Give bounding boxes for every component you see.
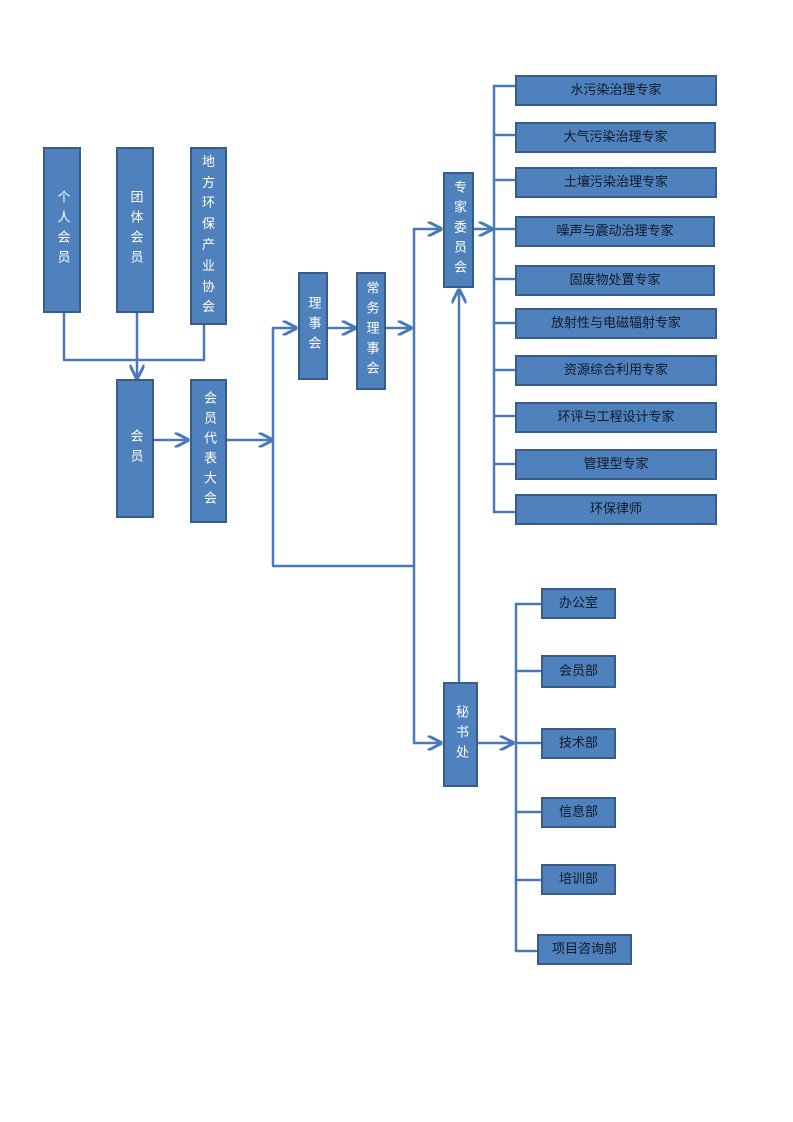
expert-item: 管理型专家 <box>515 449 717 480</box>
council-trunk <box>271 326 416 568</box>
congress-label: 会员代表大会 <box>201 391 216 511</box>
expert-item: 固废物处置专家 <box>515 265 715 296</box>
member-box: 会员 <box>116 379 154 518</box>
secretariat-box: 秘书处 <box>443 682 478 787</box>
department-item: 会员部 <box>541 655 616 688</box>
department-item: 项目咨询部 <box>537 934 632 965</box>
expert-item: 水污染治理专家 <box>515 75 717 106</box>
department-item: 培训部 <box>541 864 616 895</box>
local-association-box: 地方环保产业协会 <box>190 147 227 325</box>
expert-item: 土壤污染治理专家 <box>515 167 717 198</box>
expert-item: 放射性与电磁辐射专家 <box>515 308 717 339</box>
expert-item: 环评与工程设计专家 <box>515 402 717 433</box>
group-member-box: 团体会员 <box>116 147 154 313</box>
congress-box: 会员代表大会 <box>190 379 227 523</box>
group-member-label: 团体会员 <box>127 190 143 270</box>
expert-item: 噪声与震动治理专家 <box>515 216 715 247</box>
member-feed-lines <box>62 310 206 362</box>
expert-committee-label: 专家委员会 <box>451 180 466 280</box>
expert-committee-box: 专家委员会 <box>443 172 474 288</box>
individual-member-label: 个人会员 <box>54 190 70 270</box>
standing-council-label: 常务理事会 <box>363 281 379 381</box>
member-label: 会员 <box>127 428 143 469</box>
secretariat-label: 秘书处 <box>453 704 468 765</box>
expert-item: 大气污染治理专家 <box>515 122 716 153</box>
council-label: 理事会 <box>305 296 321 356</box>
department-item: 信息部 <box>541 797 616 828</box>
department-item: 办公室 <box>541 588 616 619</box>
local-association-label: 地方环保产业协会 <box>201 154 215 316</box>
expert-item: 资源综合利用专家 <box>515 355 717 386</box>
individual-member-box: 个人会员 <box>43 147 81 313</box>
standing-council-box: 常务理事会 <box>356 272 386 390</box>
council-box: 理事会 <box>298 272 328 380</box>
department-item: 技术部 <box>541 728 616 759</box>
expert-item: 环保律师 <box>515 494 717 525</box>
